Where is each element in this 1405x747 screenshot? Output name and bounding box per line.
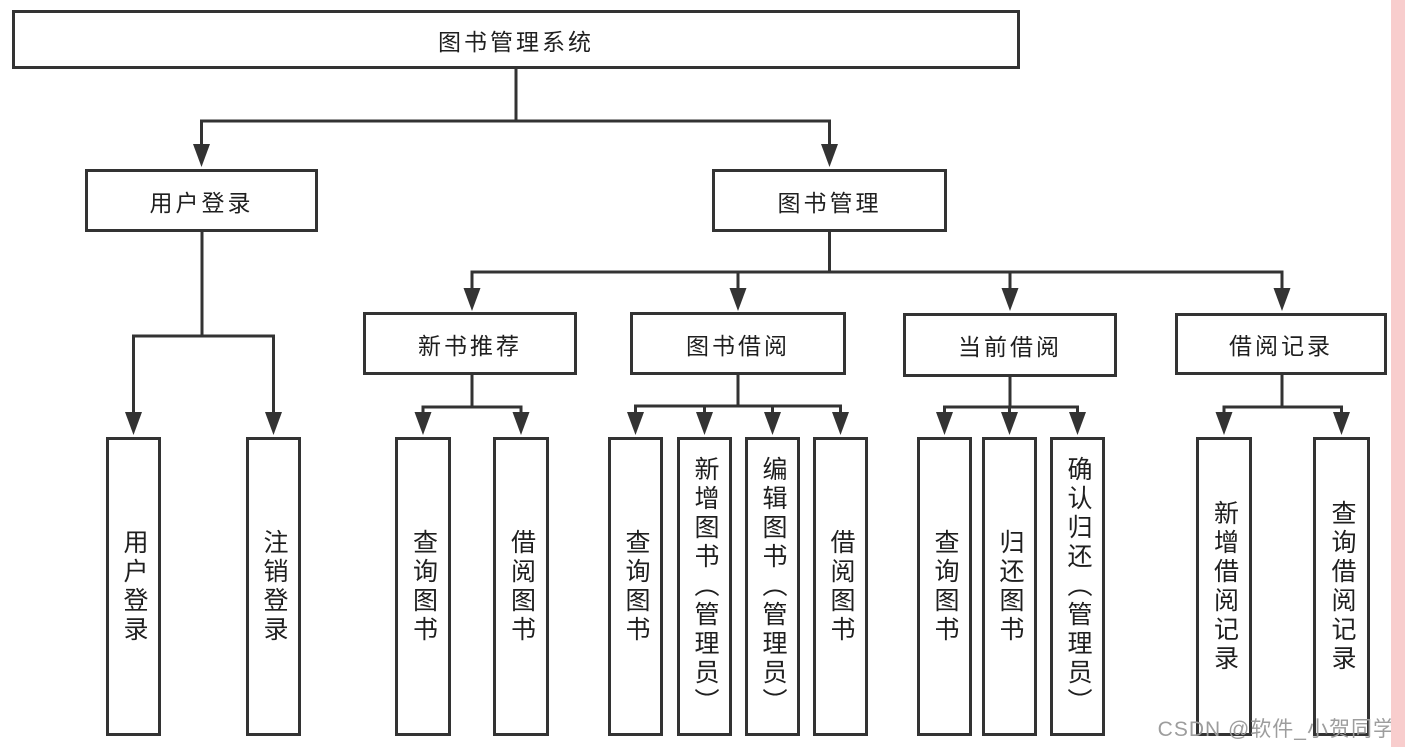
- leaf-query-borrow-record: 查询借阅记录: [1313, 437, 1370, 736]
- leaf-return-books-label: 归还图书: [996, 528, 1024, 645]
- node-current-borrowing-label: 当前借阅: [958, 334, 1062, 360]
- leaf-borrow-books-label: 借阅图书: [507, 528, 536, 645]
- arrowhead-icon: [414, 412, 432, 435]
- leaf-edit-books-admin: 编辑图书（管理员）: [745, 437, 800, 736]
- leaf-confirm-return-admin-label: 确认归还（管理员）: [1064, 456, 1092, 717]
- node-root: 图书管理系统: [12, 10, 1020, 69]
- leaf-confirm-return-admin: 确认归还（管理员）: [1050, 437, 1105, 736]
- arrowhead-icon: [1215, 412, 1233, 435]
- node-user-login: 用户登录: [85, 169, 318, 232]
- node-new-book-recommendation-label: 新书推荐: [418, 332, 522, 359]
- arrowhead-icon: [193, 144, 210, 167]
- arrowhead-icon: [764, 412, 781, 435]
- leaf-user-login-label: 用户登录: [120, 528, 148, 645]
- leaf-query-books: 查询图书: [608, 437, 663, 736]
- arrowhead-icon: [1001, 412, 1018, 435]
- connector-borrowing-records-split: [1222, 375, 1343, 414]
- leaf-query-books-label: 查询图书: [409, 528, 438, 645]
- connector-book-borrowing-split: [634, 375, 842, 414]
- csdn-watermark-text: CSDN @软件_小贺同学: [1157, 718, 1395, 741]
- connector-book-management-split: [470, 232, 1284, 290]
- node-book-management: 图书管理: [712, 169, 947, 232]
- arrowhead-icon: [696, 412, 713, 435]
- leaf-user-login: 用户登录: [106, 437, 161, 736]
- arrowhead-icon: [125, 412, 142, 435]
- arrowhead-icon: [729, 288, 747, 311]
- node-book-borrowing: 图书借阅: [630, 312, 846, 375]
- leaf-borrow-books: 借阅图书: [493, 437, 549, 736]
- leaf-query-books-label: 查询图书: [931, 528, 959, 645]
- node-current-borrowing: 当前借阅: [903, 313, 1117, 377]
- arrowhead-icon: [821, 144, 838, 167]
- node-user-login-label: 用户登录: [149, 189, 254, 216]
- arrowhead-icon: [1333, 412, 1350, 435]
- leaf-add-borrow-record-label: 新增借阅记录: [1210, 499, 1239, 674]
- node-root-label: 图书管理系统: [438, 28, 594, 55]
- leaf-return-books: 归还图书: [982, 437, 1037, 736]
- leaf-add-books-admin-label: 新增图书（管理员）: [691, 456, 719, 717]
- arrowhead-icon: [1069, 412, 1086, 435]
- leaf-borrow-books-label: 借阅图书: [827, 528, 855, 645]
- arrowhead-icon: [1001, 288, 1019, 311]
- leaf-query-borrow-record-label: 查询借阅记录: [1328, 499, 1356, 674]
- csdn-watermark-strip: [1391, 0, 1405, 747]
- leaf-add-borrow-record: 新增借阅记录: [1196, 437, 1252, 736]
- leaf-query-books: 查询图书: [395, 437, 451, 736]
- node-book-management-label: 图书管理: [777, 189, 882, 216]
- arrowhead-icon: [627, 412, 644, 435]
- arrowhead-icon: [832, 412, 849, 435]
- leaf-logout-label: 注销登录: [260, 528, 288, 645]
- arrowhead-icon: [463, 288, 481, 311]
- leaf-query-books-label: 查询图书: [622, 528, 650, 645]
- leaf-edit-books-admin-label: 编辑图书（管理员）: [759, 456, 787, 717]
- leaf-query-books: 查询图书: [917, 437, 972, 736]
- node-borrowing-records: 借阅记录: [1175, 313, 1387, 375]
- node-borrowing-records-label: 借阅记录: [1229, 333, 1333, 359]
- arrowhead-icon: [512, 412, 530, 435]
- node-book-borrowing-label: 图书借阅: [686, 332, 790, 359]
- arrowhead-icon: [1273, 288, 1291, 311]
- connector-user-login-split: [132, 232, 275, 414]
- leaf-borrow-books: 借阅图书: [813, 437, 868, 736]
- node-new-book-recommendation: 新书推荐: [363, 312, 577, 375]
- arrowhead-icon: [936, 412, 953, 435]
- leaf-logout: 注销登录: [246, 437, 301, 736]
- connector-new-book-split: [421, 375, 523, 414]
- connector-current-borrowing-split: [943, 377, 1079, 414]
- arrowhead-icon: [265, 412, 282, 435]
- leaf-add-books-admin: 新增图书（管理员）: [677, 437, 732, 736]
- connector-root-trunk: [200, 69, 831, 146]
